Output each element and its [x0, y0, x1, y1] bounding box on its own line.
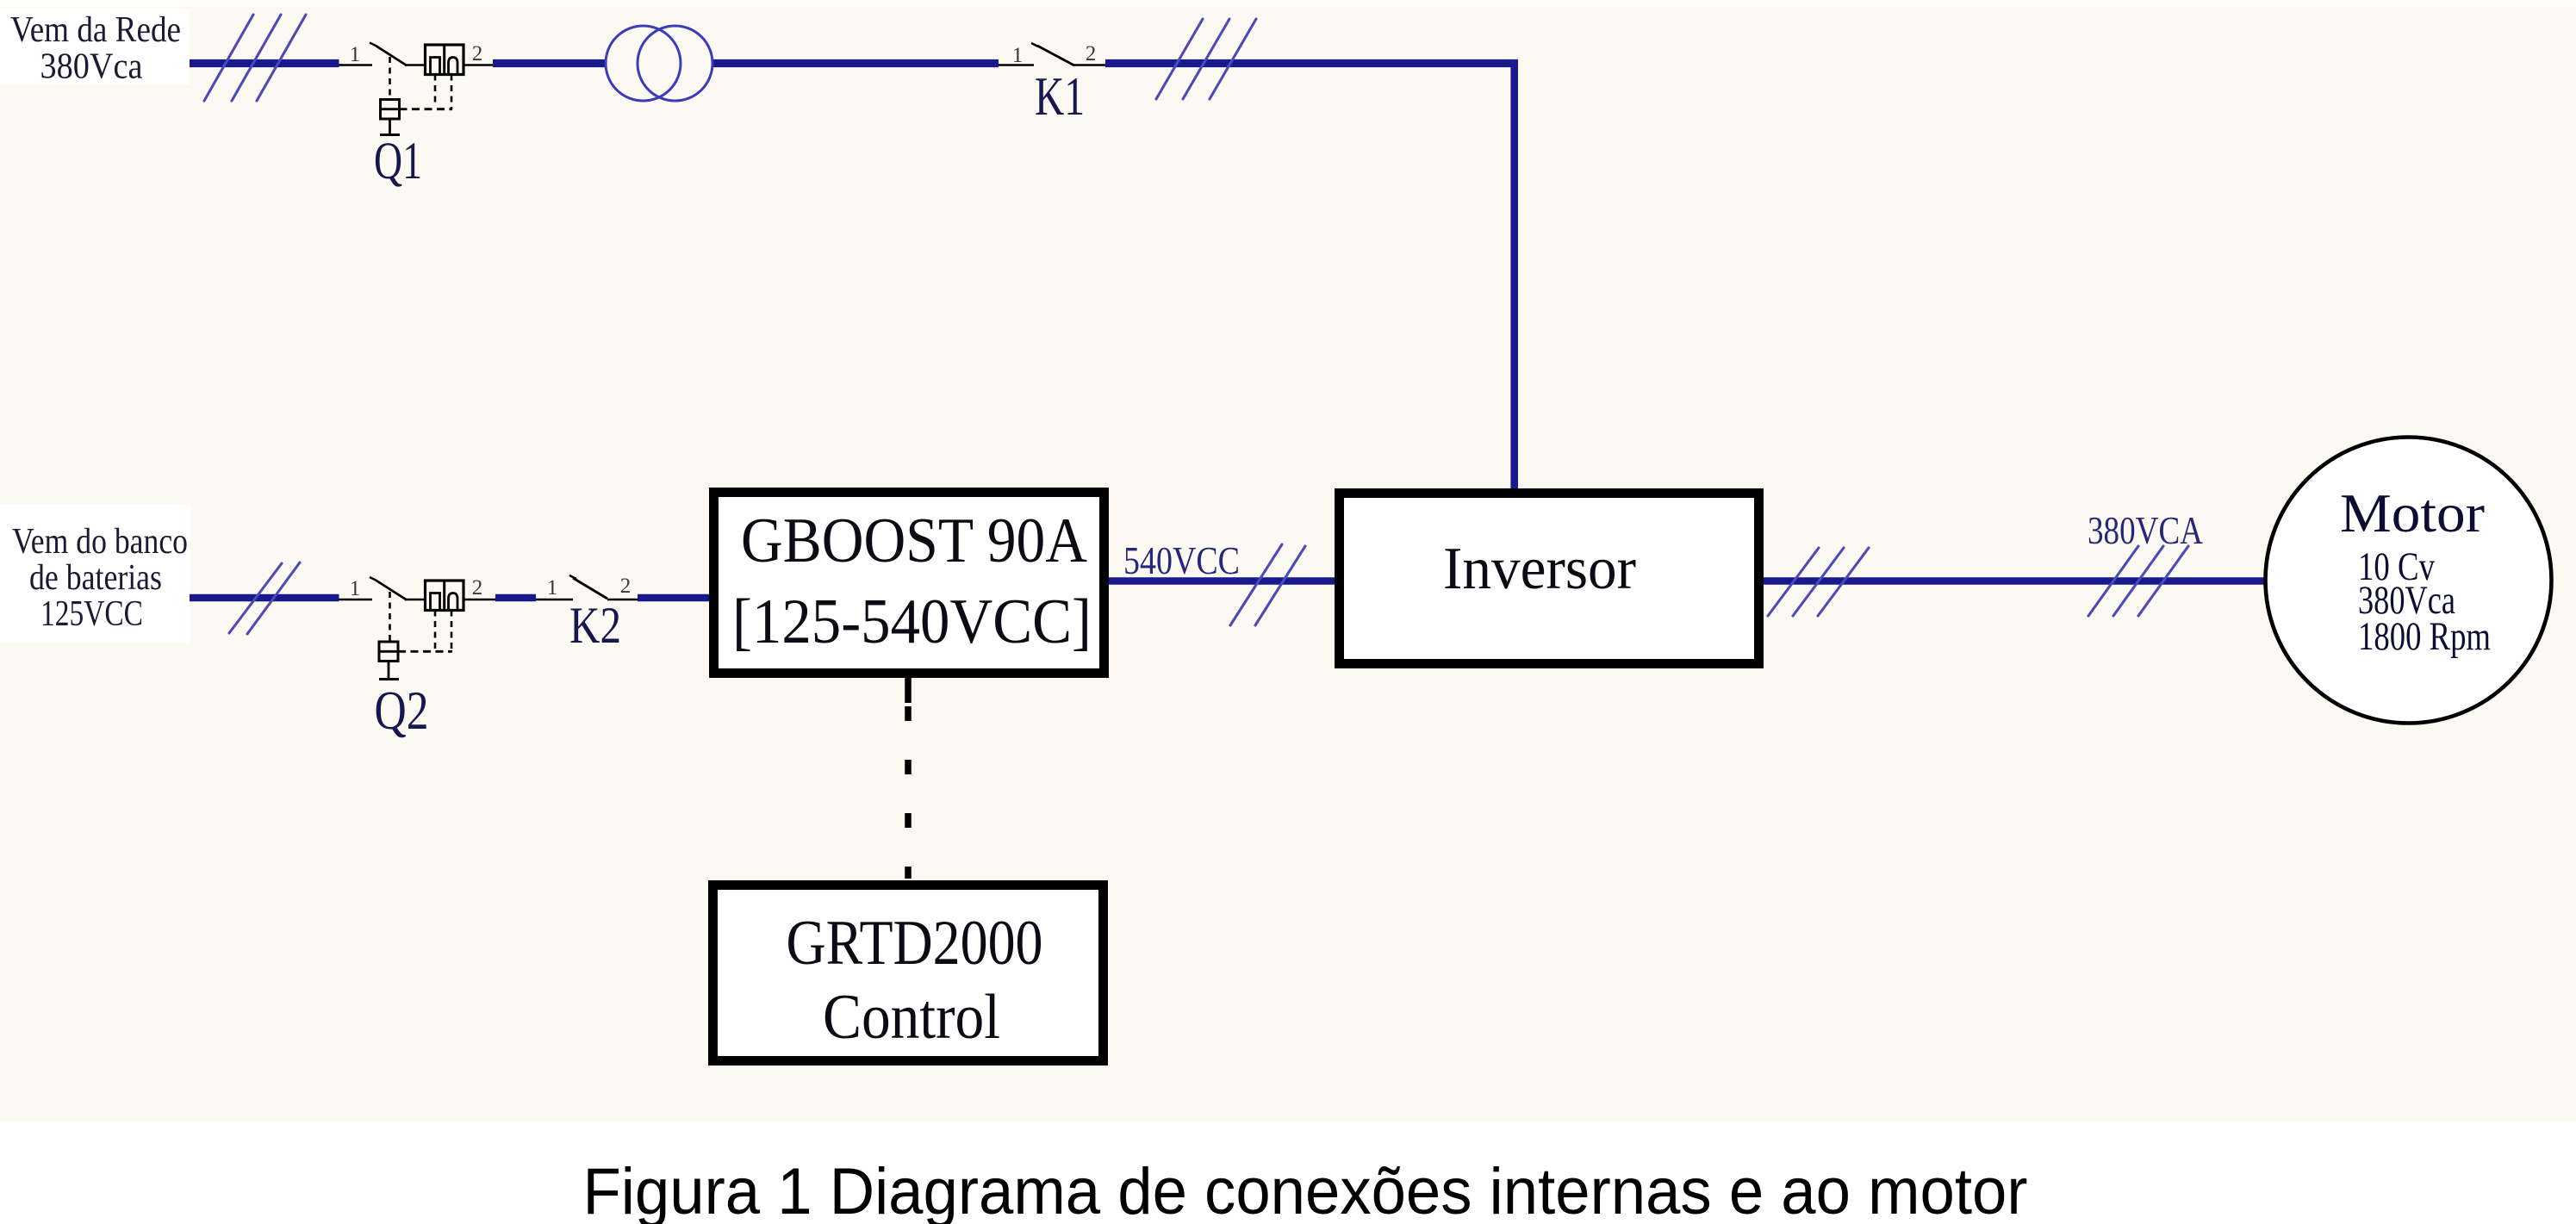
svg-text:380Vca: 380Vca — [2358, 578, 2455, 623]
svg-text:Q2: Q2 — [375, 680, 429, 741]
svg-text:10 Cv: 10 Cv — [2358, 544, 2435, 589]
svg-text:Motor: Motor — [2340, 483, 2485, 544]
svg-text:2: 2 — [472, 42, 483, 65]
svg-text:380Vca: 380Vca — [40, 47, 143, 87]
svg-text:Figura 1 Diagrama de conexões: Figura 1 Diagrama de conexões internas e… — [583, 1155, 2028, 1224]
svg-text:540VCC: 540VCC — [1123, 539, 1240, 582]
svg-text:K1: K1 — [1035, 66, 1085, 127]
svg-text:Inversor: Inversor — [1443, 536, 1636, 602]
svg-text:1: 1 — [1012, 44, 1024, 67]
svg-text:Vem do banco: Vem do banco — [12, 522, 188, 562]
svg-text:125VCC: 125VCC — [40, 594, 143, 634]
svg-text:GRTD2000: GRTD2000 — [787, 908, 1043, 979]
svg-text:1: 1 — [350, 577, 361, 600]
svg-text:2: 2 — [620, 575, 632, 598]
svg-text:K2: K2 — [569, 597, 621, 654]
svg-text:2: 2 — [472, 576, 483, 600]
svg-text:Q1: Q1 — [374, 133, 422, 190]
svg-text:Vem da Rede: Vem da Rede — [10, 10, 181, 50]
svg-text:de baterias: de baterias — [29, 558, 162, 598]
svg-text:GBOOST 90A: GBOOST 90A — [741, 506, 1087, 576]
svg-text:1800 Rpm: 1800 Rpm — [2358, 614, 2491, 659]
svg-text:1: 1 — [547, 576, 558, 600]
svg-text:[125-540VCC]: [125-540VCC] — [732, 587, 1092, 657]
svg-text:Control: Control — [823, 982, 1000, 1053]
svg-text:380VCA: 380VCA — [2088, 509, 2203, 552]
svg-text:2: 2 — [1086, 42, 1097, 65]
svg-text:1: 1 — [350, 43, 361, 66]
